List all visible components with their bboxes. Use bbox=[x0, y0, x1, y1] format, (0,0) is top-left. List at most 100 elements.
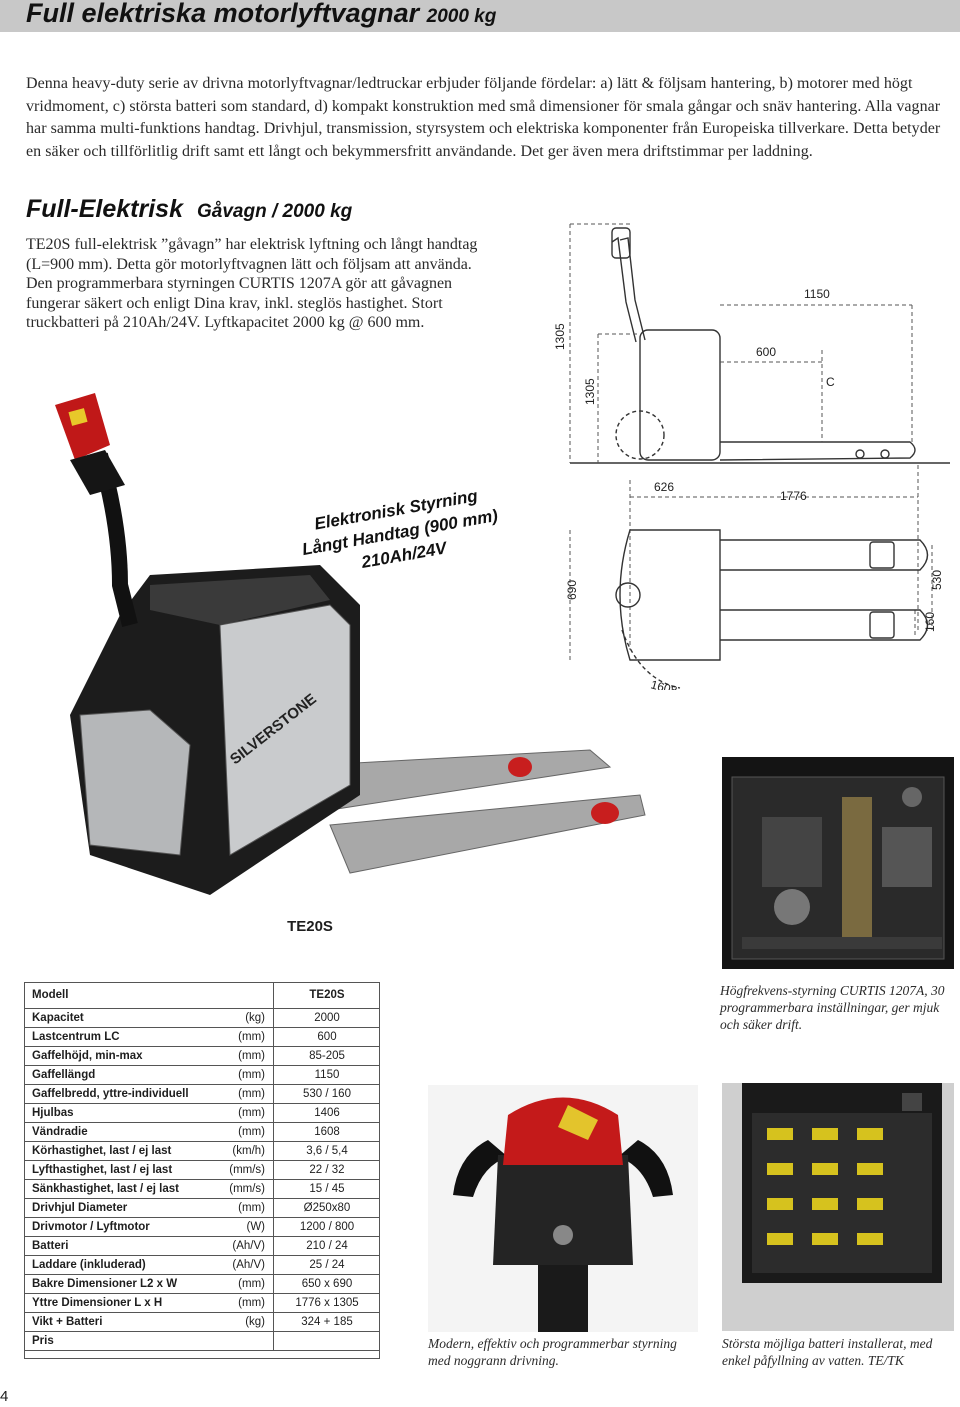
spec-value: 1200 / 800 bbox=[273, 1217, 380, 1237]
spec-label: Gaffelhöjd, min-max bbox=[24, 1046, 214, 1066]
spec-row: Yttre Dimensioner L x H(mm)1776 x 1305 bbox=[24, 1293, 380, 1313]
spec-value: 210 / 24 bbox=[273, 1236, 380, 1256]
spec-unit: (kg) bbox=[213, 1008, 274, 1028]
spec-unit: (mm) bbox=[213, 1198, 274, 1218]
spec-row: Gaffelbredd, yttre-individuell(mm)530 / … bbox=[24, 1084, 380, 1104]
controller-photo bbox=[722, 757, 954, 969]
dim-1305-outer: 1305 bbox=[553, 323, 567, 350]
dim-160: 160 bbox=[923, 612, 937, 632]
spec-row: Bakre Dimensioner L2 x W(mm)650 x 690 bbox=[24, 1274, 380, 1294]
spec-label: Lyfthastighet, last / ej last bbox=[24, 1160, 214, 1180]
spec-value: 25 / 24 bbox=[273, 1255, 380, 1275]
battery-caption: Största möjliga batteri installerat, med… bbox=[722, 1336, 933, 1368]
spec-value: 85-205 bbox=[273, 1046, 380, 1066]
spec-unit: (mm/s) bbox=[213, 1179, 274, 1199]
spec-value: 650 x 690 bbox=[273, 1274, 380, 1294]
handle-photo bbox=[428, 1085, 698, 1332]
dim-530: 530 bbox=[930, 570, 944, 590]
spec-unit: (mm/s) bbox=[213, 1160, 274, 1180]
spec-label: Gaffelbredd, yttre-individuell bbox=[24, 1084, 214, 1104]
spec-label: Batteri bbox=[24, 1236, 214, 1256]
spec-row: Lastcentrum LC(mm)600 bbox=[24, 1027, 380, 1047]
dim-626: 626 bbox=[654, 480, 674, 494]
spec-row: Pris bbox=[24, 1331, 380, 1351]
spec-label: Vändradie bbox=[24, 1122, 214, 1142]
spec-label: Kapacitet bbox=[24, 1008, 214, 1028]
spec-unit bbox=[213, 1331, 274, 1351]
spec-label: Bakre Dimensioner L2 x W bbox=[24, 1274, 214, 1294]
spec-value bbox=[273, 1331, 380, 1351]
page-title: Full elektriska motorlyftvagnar 2000 kg bbox=[26, 0, 497, 28]
spec-row: Gaffelhöjd, min-max(mm)85-205 bbox=[24, 1046, 380, 1066]
spec-value: 530 / 160 bbox=[273, 1084, 380, 1104]
intro-paragraph: Denna heavy-duty serie av drivna motorly… bbox=[26, 75, 941, 160]
spec-value: 2000 bbox=[273, 1008, 380, 1028]
spec-label: Körhastighet, last / ej last bbox=[24, 1141, 214, 1161]
spec-label: Gaffellängd bbox=[24, 1065, 214, 1085]
spec-label: Lastcentrum LC bbox=[24, 1027, 214, 1047]
spec-label: Sänkhastighet, last / ej last bbox=[24, 1179, 214, 1199]
dim-600: 600 bbox=[756, 345, 776, 359]
dim-1305-inner: 1305 bbox=[583, 378, 597, 405]
spec-unit: (W) bbox=[213, 1217, 274, 1237]
spec-value: 1150 bbox=[273, 1065, 380, 1085]
spec-row: Kapacitet(kg)2000 bbox=[24, 1008, 380, 1028]
spec-label: Drivmotor / Lyftmotor bbox=[24, 1217, 214, 1237]
spec-unit: (mm) bbox=[213, 1084, 274, 1104]
truck-illustration: SILVERSTONE bbox=[55, 393, 646, 895]
spec-row: Körhastighet, last / ej last(km/h)3,6 / … bbox=[24, 1141, 380, 1161]
handle-caption: Modern, effektiv och programmerbar styrn… bbox=[428, 1336, 677, 1368]
spec-header-label: Modell bbox=[24, 982, 274, 1009]
spec-row: Drivhjul Diameter(mm)Ø250x80 bbox=[24, 1198, 380, 1218]
spec-row: Vikt + Batteri(kg)324 + 185 bbox=[24, 1312, 380, 1332]
spec-row: Gaffellängd(mm)1150 bbox=[24, 1065, 380, 1085]
spec-row: Sänkhastighet, last / ej last(mm/s)15 / … bbox=[24, 1179, 380, 1199]
spec-label: Yttre Dimensioner L x H bbox=[24, 1293, 214, 1313]
spec-row: Lyfthastighet, last / ej last(mm/s)22 / … bbox=[24, 1160, 380, 1180]
spec-label: Pris bbox=[24, 1331, 214, 1351]
spec-label: Laddare (inkluderad) bbox=[24, 1255, 214, 1275]
spec-value: 22 / 32 bbox=[273, 1160, 380, 1180]
spec-label: Vikt + Batteri bbox=[24, 1312, 214, 1332]
spec-unit: (mm) bbox=[213, 1293, 274, 1313]
spec-row: Batteri(Ah/V)210 / 24 bbox=[24, 1236, 380, 1256]
spec-label: Hjulbas bbox=[24, 1103, 214, 1123]
spec-value: 15 / 45 bbox=[273, 1179, 380, 1199]
spec-row: Vändradie(mm)1608 bbox=[24, 1122, 380, 1142]
dim-690: 690 bbox=[565, 580, 579, 600]
spec-value: 1608 bbox=[273, 1122, 380, 1142]
controller-caption: Högfrekvens-styrning CURTIS 1207A, 30 pr… bbox=[720, 983, 945, 1032]
spec-row: Laddare (inkluderad)(Ah/V)25 / 24 bbox=[24, 1255, 380, 1275]
spec-unit: (mm) bbox=[213, 1065, 274, 1085]
dim-1150: 1150 bbox=[804, 287, 830, 301]
spec-value: 1406 bbox=[273, 1103, 380, 1123]
photo-caption: TE20S bbox=[287, 918, 333, 935]
spec-unit: (Ah/V) bbox=[213, 1255, 274, 1275]
dim-c: C bbox=[826, 375, 835, 389]
spec-row: Drivmotor / Lyftmotor(W)1200 / 800 bbox=[24, 1217, 380, 1237]
spec-unit: (mm) bbox=[213, 1027, 274, 1047]
spec-unit: (mm) bbox=[213, 1103, 274, 1123]
section-description: TE20S full-elektrisk ”gåvagn” har elektr… bbox=[26, 236, 478, 331]
battery-photo bbox=[722, 1083, 954, 1331]
spec-unit: (km/h) bbox=[213, 1141, 274, 1161]
spec-label: Drivhjul Diameter bbox=[24, 1198, 214, 1218]
spec-value: 600 bbox=[273, 1027, 380, 1047]
spec-unit: (kg) bbox=[213, 1312, 274, 1332]
spec-value: 3,6 / 5,4 bbox=[273, 1141, 380, 1161]
spec-unit: (mm) bbox=[213, 1274, 274, 1294]
spec-unit: (mm) bbox=[213, 1122, 274, 1142]
spec-unit: (Ah/V) bbox=[213, 1236, 274, 1256]
dim-1776: 1776 bbox=[780, 489, 807, 503]
spec-row: Hjulbas(mm)1406 bbox=[24, 1103, 380, 1123]
spec-header-row: Modell TE20S bbox=[24, 982, 380, 1009]
page-number: 4 bbox=[0, 1388, 9, 1405]
spec-value: Ø250x80 bbox=[273, 1198, 380, 1218]
spec-header-value: TE20S bbox=[273, 982, 380, 1009]
spec-value: 1776 x 1305 bbox=[273, 1293, 380, 1313]
spec-unit: (mm) bbox=[213, 1046, 274, 1066]
title-bar bbox=[0, 0, 960, 32]
technical-drawing: 1305 1305 1150 600 C 626 1776 690 530 16… bbox=[553, 223, 950, 690]
